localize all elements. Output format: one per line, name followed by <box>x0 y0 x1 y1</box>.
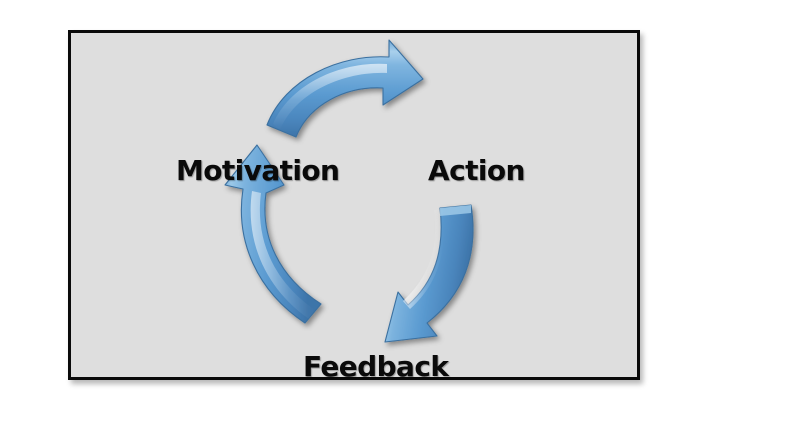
node-label-action: Action <box>428 154 525 187</box>
arrow-motivation-to-action <box>266 39 424 138</box>
node-label-feedback: Feedback <box>303 350 449 383</box>
arrow-feedback-to-motivation <box>224 144 322 324</box>
cycle-diagram-frame: Motivation Action Feedback <box>68 30 640 383</box>
arrow-action-to-feedback <box>384 204 474 343</box>
cycle-arrows-graphic <box>224 39 474 343</box>
node-label-motivation: Motivation <box>176 154 340 187</box>
